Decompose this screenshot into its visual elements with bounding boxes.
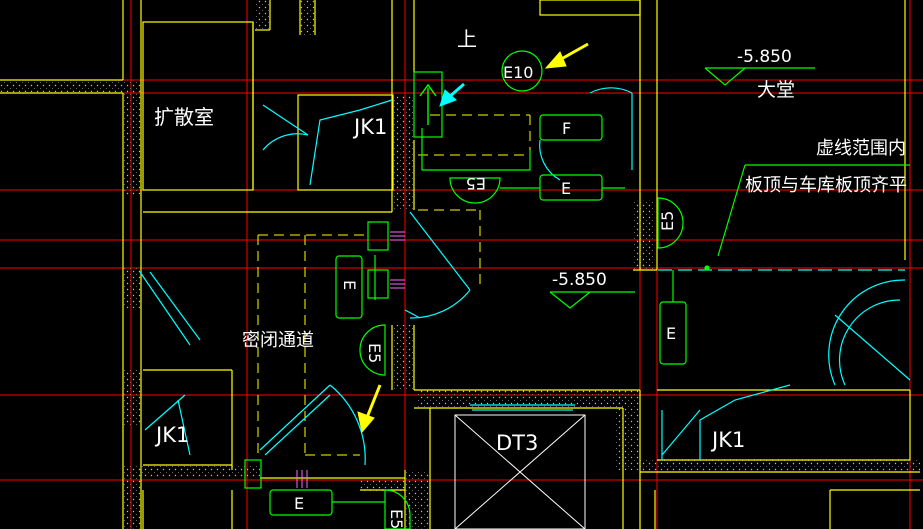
tag-e-right: E	[666, 324, 676, 343]
yellow-pointer-arrow-icon	[357, 42, 589, 434]
jk1-label-right: JK1	[710, 428, 745, 452]
up-label: 上	[457, 27, 477, 51]
elevation-mid-label: -5.850	[552, 270, 607, 290]
note-line1: 虚线范围内	[816, 138, 906, 159]
tag-f: F	[562, 119, 571, 138]
tag-e-left: E	[340, 280, 359, 290]
up-arrow-icon	[419, 83, 437, 125]
jk1-label-top: JK1	[352, 115, 387, 139]
note-line2: 板顶与车库板顶齐平	[745, 175, 907, 196]
dt3-label: DT3	[496, 431, 538, 455]
cyan-pointer-arrow-icon	[439, 82, 465, 107]
elevator-shaft	[454, 414, 586, 529]
doors	[139, 87, 911, 466]
expansion-room-label: 扩散室	[154, 105, 214, 129]
hanger-marks	[296, 231, 405, 488]
jk1-label-left: JK1	[154, 423, 189, 447]
tag-e5-bottom: E5	[387, 509, 406, 529]
closed-passage-label: 密闭通道	[242, 330, 314, 351]
tag-e-top: E	[561, 179, 571, 198]
equipment	[244, 50, 910, 529]
tag-e5-mid: E5	[365, 343, 384, 363]
lobby-label: 大堂	[757, 79, 795, 101]
tag-e-bottom: E	[294, 494, 304, 513]
tag-e5-top: E5	[466, 174, 486, 193]
tag-e10: E10	[503, 63, 533, 82]
tag-e5-right: E5	[658, 211, 677, 231]
elevation-top-label: -5.850	[737, 47, 792, 67]
